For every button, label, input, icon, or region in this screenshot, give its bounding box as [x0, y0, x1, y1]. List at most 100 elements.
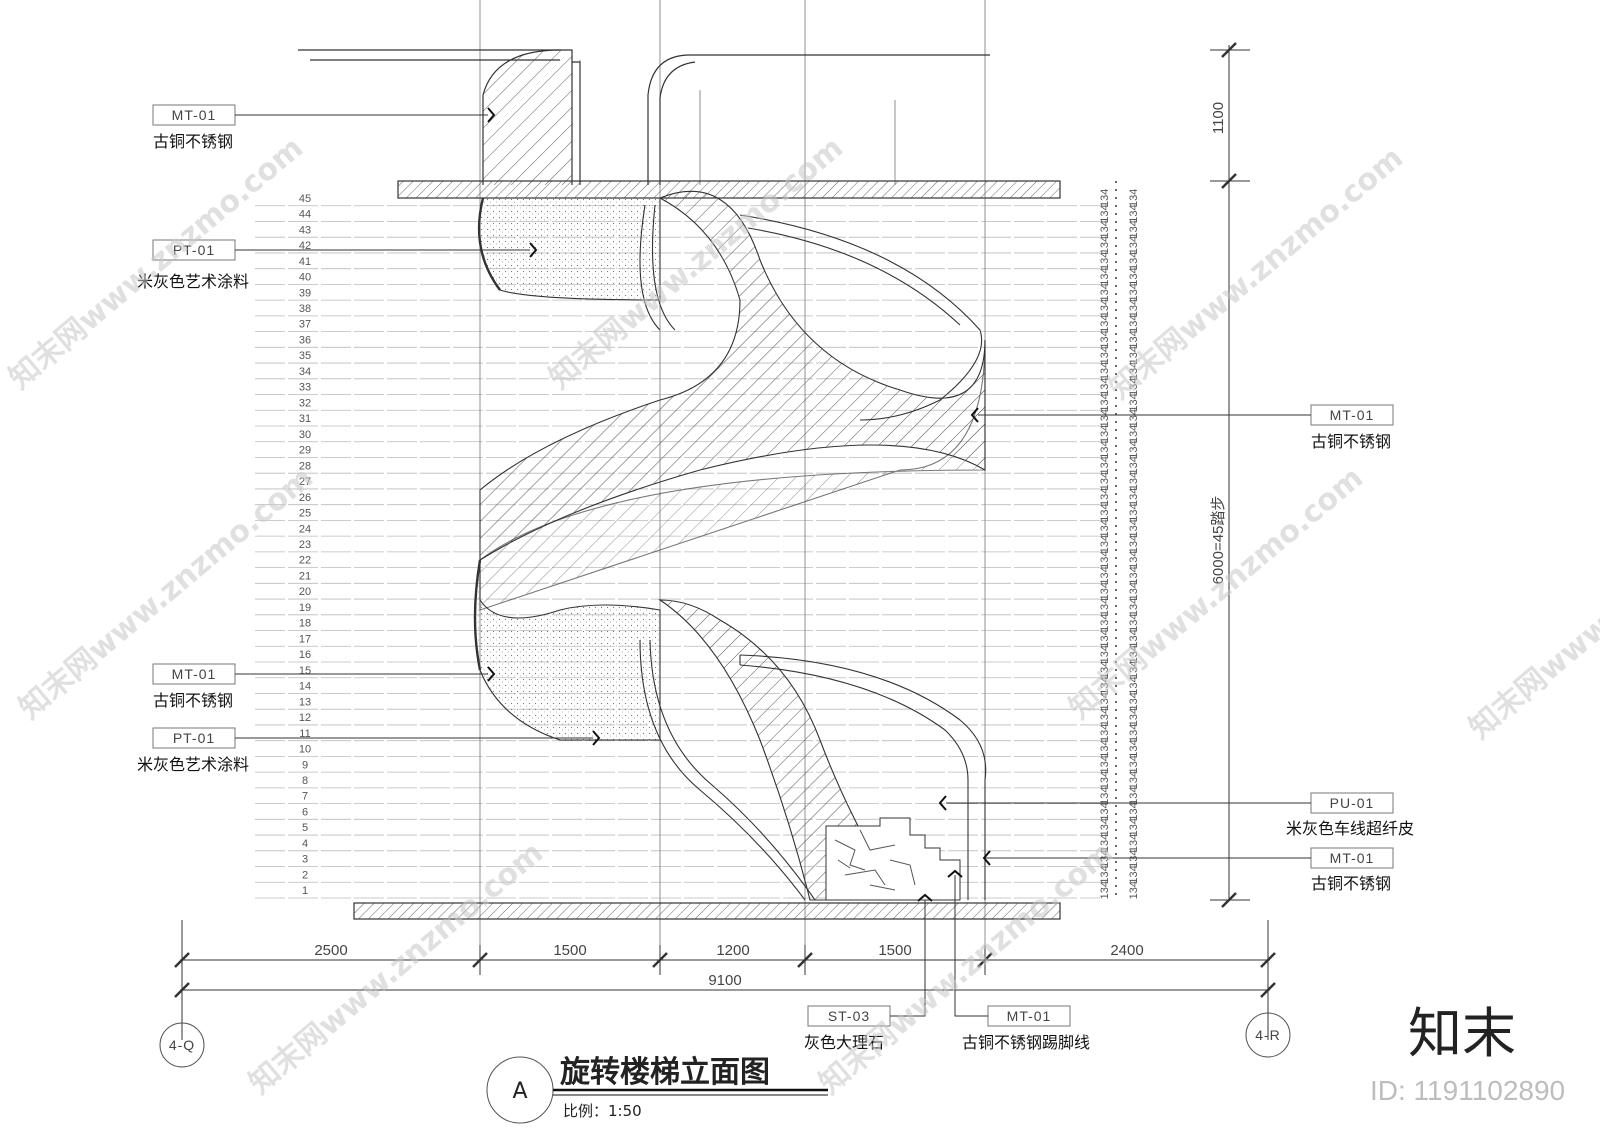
svg-text:古铜不锈钢踢脚线: 古铜不锈钢踢脚线 [962, 1033, 1090, 1052]
step-number: 15 [299, 665, 311, 677]
svg-text:4-R: 4-R [1255, 1027, 1281, 1043]
riser-dimension: 134 [1099, 771, 1111, 789]
dim-right-main: 6000=45踏步 [1210, 496, 1227, 585]
step-number: 20 [299, 586, 311, 598]
callout-right-2: PU-01 米灰色车线超纤皮 [938, 792, 1414, 838]
callout-left-4: PT-01 米灰色艺术涂料 [137, 727, 601, 774]
svg-text:知末网www.znzmo.com: 知末网www.znzmo.com [3, 130, 310, 396]
riser-dimension: 134 [1128, 299, 1140, 317]
step-number: 35 [299, 350, 311, 362]
step-number: 14 [299, 681, 311, 693]
riser-dimension: 134 [1099, 519, 1111, 537]
step-number: 27 [299, 476, 311, 488]
riser-dimension: 134 [1099, 330, 1111, 348]
riser-dimension: 134 [1128, 787, 1140, 805]
riser-dimension: 134 [1128, 582, 1140, 600]
callout-right-1: MT-01 古铜不锈钢 [970, 404, 1394, 451]
riser-dimension: 134 [1128, 346, 1140, 364]
callout-bottom-1: ST-03 灰色大理石 [804, 893, 933, 1052]
riser-dimension: 134 [1099, 440, 1111, 458]
step-number: 8 [302, 775, 308, 787]
riser-dimension: 134 [1128, 661, 1140, 679]
riser-dimension: 134 [1128, 739, 1140, 757]
step-number: 39 [299, 287, 311, 299]
step-number: 3 [302, 854, 308, 866]
step-number: 1 [302, 885, 308, 897]
riser-dimension: 134 [1099, 488, 1111, 506]
dim-bottom-4: 1500 [878, 942, 911, 959]
riser-dimension: 134 [1128, 267, 1140, 285]
riser-dimension: 134 [1099, 834, 1111, 852]
step-number: 40 [299, 272, 311, 284]
riser-dimension: 134 [1099, 755, 1111, 773]
riser-dimension: 134 [1128, 645, 1140, 663]
step-number: 29 [299, 445, 311, 457]
riser-dimension: 134 [1128, 692, 1140, 710]
bottom-dimension-chain [174, 920, 1276, 1040]
svg-text:灰色大理石: 灰色大理石 [804, 1033, 884, 1052]
step-number: 22 [299, 555, 311, 567]
riser-dimension: 134 [1099, 472, 1111, 490]
riser-dimension: 134 [1099, 582, 1111, 600]
ground-floor-slab [353, 902, 1061, 920]
step-number: 43 [299, 224, 311, 236]
riser-dimension: 134 [1099, 787, 1111, 805]
tread-lines [255, 205, 1100, 899]
riser-dimension: 134 [1099, 708, 1111, 726]
riser-dimension: 134 [1099, 739, 1111, 757]
svg-text:MT-01: MT-01 [1330, 850, 1375, 866]
svg-text:MT-01: MT-01 [1007, 1008, 1052, 1024]
riser-dimension: 134 [1099, 818, 1111, 836]
step-number-column: 4544434241403938373635343332313029282726… [299, 193, 311, 897]
riser-dimension: 134 [1128, 865, 1140, 883]
dim-bottom-total: 9100 [708, 972, 741, 989]
riser-dimension: 134 [1099, 220, 1111, 238]
step-number: 44 [299, 209, 311, 221]
svg-text:PT-01: PT-01 [173, 242, 215, 258]
step-number: 30 [299, 429, 311, 441]
riser-dimension: 134 [1099, 881, 1111, 899]
axis-bubble-left: 4-Q [159, 1022, 205, 1068]
riser-dimension: 134 [1128, 551, 1140, 569]
riser-dimension: 134 [1128, 425, 1140, 443]
riser-dimension: 134 [1128, 881, 1140, 899]
step-number: 45 [299, 193, 311, 205]
step-number: 33 [299, 382, 311, 394]
riser-dimension: 134 [1099, 724, 1111, 742]
riser-dimension: 134 [1099, 535, 1111, 553]
riser-dimension: 134 [1128, 818, 1140, 836]
riser-dimension: 134 [1128, 535, 1140, 553]
dim-bottom-1: 2500 [314, 942, 347, 959]
step-number: 6 [302, 806, 308, 818]
svg-text:米灰色车线超纤皮: 米灰色车线超纤皮 [1286, 819, 1414, 838]
step-number: 12 [299, 712, 311, 724]
axis-bubble-right: 4-R [1245, 1012, 1291, 1058]
step-number: 25 [299, 508, 311, 520]
spiral-stair-body [473, 190, 987, 901]
dim-bottom-5: 2400 [1110, 942, 1143, 959]
riser-dimension: 134 [1099, 645, 1111, 663]
riser-dimension: 134 [1128, 204, 1140, 222]
riser-dimension: 134 [1128, 676, 1140, 694]
riser-dimension: 134 [1099, 315, 1111, 333]
riser-dimension: 134 [1099, 283, 1111, 301]
step-number: 23 [299, 539, 311, 551]
right-dimension [1115, 42, 1250, 908]
riser-dimension: 134 [1099, 849, 1111, 867]
riser-dimension: 134 [1128, 472, 1140, 490]
step-number: 18 [299, 618, 311, 630]
dim-bottom-2: 1500 [553, 942, 586, 959]
riser-dimension: 134 [1128, 834, 1140, 852]
riser-dimension: 134 [1099, 393, 1111, 411]
svg-text:4-Q: 4-Q [169, 1037, 195, 1053]
riser-dimension: 134 [1128, 724, 1140, 742]
riser-dimension: 134 [1099, 409, 1111, 427]
svg-text:古铜不锈钢: 古铜不锈钢 [1311, 874, 1391, 893]
riser-dimension: 134 [1099, 362, 1111, 380]
brand-logo: 知末 [1408, 1002, 1516, 1065]
step-number: 36 [299, 334, 311, 346]
svg-text:MT-01: MT-01 [172, 107, 217, 123]
